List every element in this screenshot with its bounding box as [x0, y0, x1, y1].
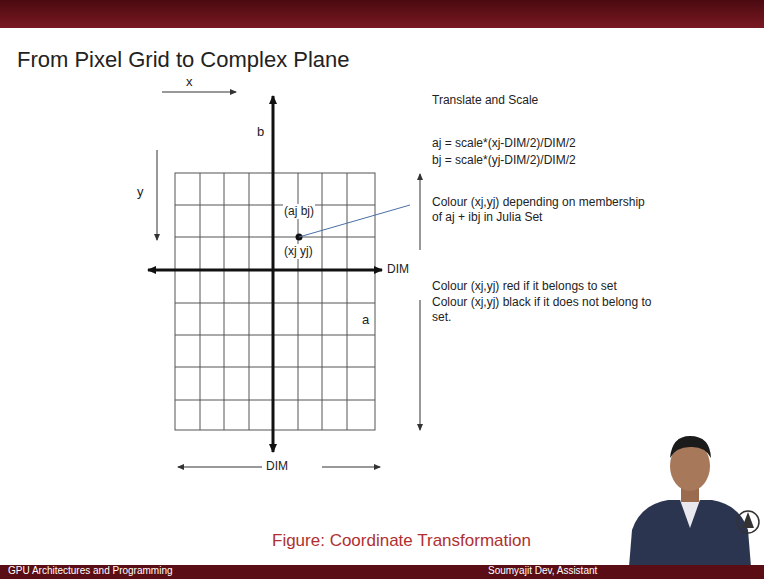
- slide-title: From Pixel Grid to Complex Plane: [17, 46, 350, 74]
- note-text: Colour (xj,yj) black if it does not belo…: [432, 295, 672, 325]
- header-bar: [0, 0, 764, 28]
- point-label: (xj yj): [283, 244, 314, 259]
- axis-label: b: [256, 124, 265, 140]
- footer-bar: [0, 565, 764, 579]
- institute-logo: [737, 511, 759, 533]
- footer-text: GPU Architectures and Programming: [8, 565, 173, 578]
- dimension-label: DIM: [387, 262, 409, 277]
- note-text: Translate and Scale: [432, 93, 538, 108]
- leader-line: [299, 205, 410, 237]
- pixel-grid: [175, 173, 375, 430]
- formula-text: bj = scale*(yj-DIM/2)/DIM/2: [432, 153, 576, 168]
- axis-label: a: [361, 312, 370, 328]
- footer-text: Soumyajit Dev, Assistant: [488, 565, 597, 578]
- dimension-label: DIM: [266, 459, 288, 474]
- complex-axes: [148, 96, 382, 452]
- dimension-arrows: [178, 174, 420, 467]
- presenter-photo: [628, 436, 752, 579]
- note-text: Colour (xj,yj) depending on membership o…: [432, 195, 647, 225]
- note-text: Colour (xj,yj) red if it belongs to set: [432, 279, 617, 294]
- axis-label: x: [186, 74, 193, 90]
- pixel-direction-arrows: [157, 92, 236, 240]
- figure-caption: Figure: Coordinate Transformation: [272, 530, 531, 551]
- axis-label: y: [137, 184, 144, 200]
- point-label: (aj bj): [283, 204, 315, 219]
- formula-text: aj = scale*(xj-DIM/2)/DIM/2: [432, 136, 576, 151]
